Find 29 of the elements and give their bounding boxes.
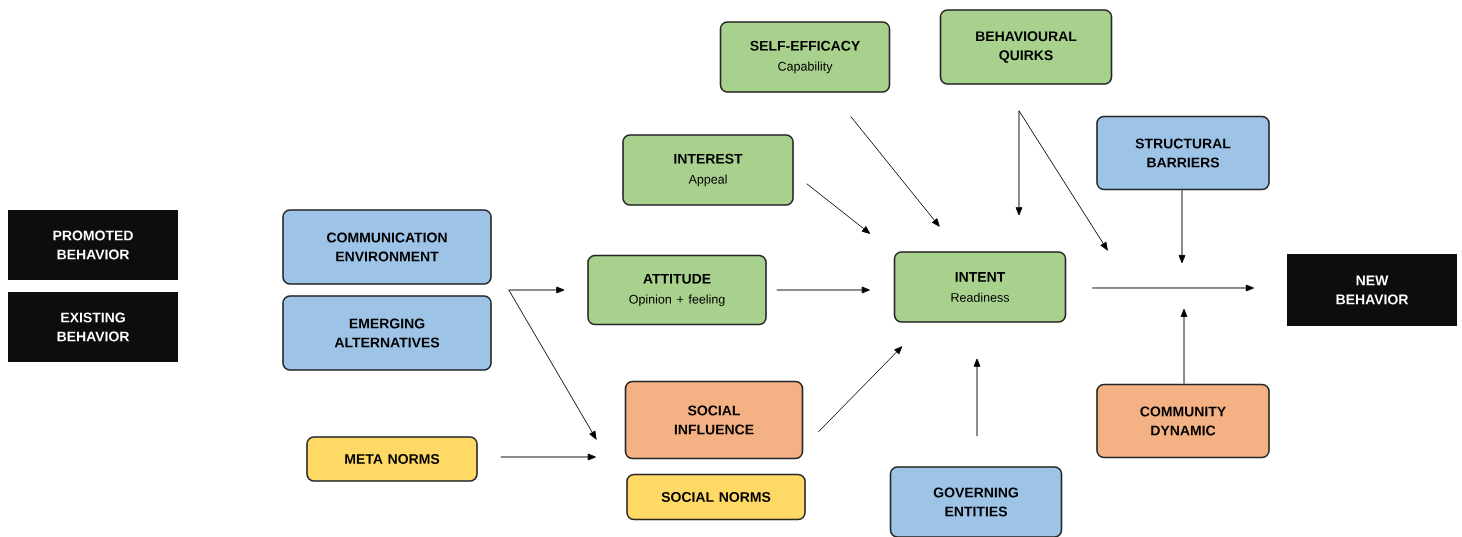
factor-box: META NORMS bbox=[306, 436, 478, 482]
arrow bbox=[973, 358, 981, 437]
factor-box: EMERGING ALTERNATIVES bbox=[282, 295, 492, 371]
arrow bbox=[1015, 110, 1023, 216]
behavior-box: NEW BEHAVIOR bbox=[1287, 254, 1457, 326]
arrow bbox=[1180, 308, 1188, 385]
factor-box: SOCIAL INFLUENCE bbox=[624, 380, 804, 460]
factor-box: INTENT Readiness bbox=[893, 251, 1067, 323]
factor-box: STRUCTURAL BARRIERS bbox=[1096, 115, 1270, 191]
factor-box: INTEREST Appeal bbox=[622, 134, 794, 206]
arrow bbox=[776, 286, 870, 294]
arrow bbox=[500, 453, 596, 461]
arrow bbox=[1091, 284, 1254, 292]
factor-box: GOVERNING ENTITIES bbox=[889, 466, 1063, 537]
arrow bbox=[1018, 110, 1108, 251]
arrow bbox=[1178, 189, 1186, 264]
arrow bbox=[817, 346, 903, 433]
behavior-box: EXISTING BEHAVIOR bbox=[8, 292, 178, 362]
factor-box: COMMUNICATION ENVIRONMENT bbox=[282, 209, 492, 285]
arrow bbox=[508, 289, 597, 440]
arrow bbox=[850, 116, 940, 227]
factor-box: ATTITUDE Opinion + feeling bbox=[587, 254, 767, 326]
arrow bbox=[806, 183, 871, 234]
factor-box: COMMUNITY DYNAMIC bbox=[1096, 383, 1270, 459]
factor-box: SOCIAL NORMS bbox=[626, 473, 806, 521]
factor-box: SELF-EFFICACY Capability bbox=[719, 21, 891, 93]
behavior-box: PROMOTED BEHAVIOR bbox=[8, 210, 178, 280]
factor-box: BEHAVIOURAL QUIRKS bbox=[939, 9, 1113, 85]
arrow bbox=[508, 286, 565, 294]
